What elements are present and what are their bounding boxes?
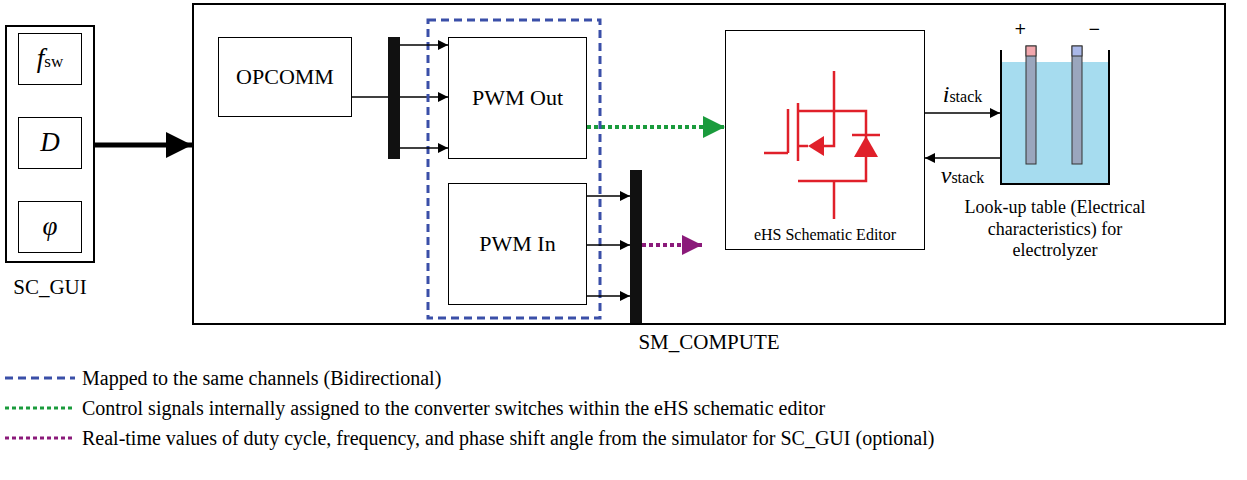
- polarity-sign: −: [1088, 22, 1101, 37]
- connector-arrow: [925, 112, 1000, 114]
- bus-wire: [587, 244, 630, 246]
- channel-group-outline: [428, 20, 600, 318]
- bus-wire: [587, 295, 630, 297]
- process-box: PWM In: [448, 183, 587, 305]
- gui-panel: SC_GUIfswDφ: [5, 25, 95, 263]
- node-text: PWM In: [479, 231, 555, 256]
- legend-sample: [5, 407, 75, 410]
- node-text: eHS Schematic Editor: [726, 226, 924, 244]
- node-text: fsw: [37, 43, 63, 74]
- signal-label: istack: [943, 81, 983, 108]
- schematic-editor-box: eHS Schematic Editor: [725, 30, 925, 250]
- electrolyzer-cell: [1000, 40, 1110, 185]
- bus-wire: [587, 195, 630, 197]
- mosfet-symbol: [726, 31, 926, 251]
- node-text: D: [40, 127, 60, 158]
- legend-sample: [5, 377, 75, 380]
- process-box: PWM Out: [448, 37, 587, 159]
- polarity-sign: +: [1014, 22, 1027, 37]
- connector-arrow: [925, 157, 1000, 159]
- legend-text: Control signals internally assigned to t…: [82, 397, 825, 419]
- compute-subsystem: SM_COMPUTEOPCOMMPWM OutPWM IneHS Schemat…: [192, 3, 1226, 325]
- node-text: PWM Out: [472, 85, 563, 110]
- connector-arrow: [95, 143, 192, 148]
- parameter-box: D: [18, 117, 82, 169]
- node-text: SC_GUI: [0, 275, 153, 299]
- feedback-arrow: [642, 243, 702, 247]
- parameter-box: φ: [18, 201, 82, 253]
- legend-text: Real-time values of duty cycle, frequenc…: [82, 427, 934, 449]
- legend-sample: [5, 437, 75, 440]
- bus-wire: [400, 44, 448, 46]
- bus-wire: [400, 147, 448, 149]
- electrolyzer: Look-up table (Electrical characteristic…: [1000, 40, 1110, 185]
- bus-bar: [388, 37, 400, 159]
- node-text: OPCOMM: [236, 64, 334, 89]
- bus-bar: [630, 170, 642, 325]
- process-box: OPCOMM: [218, 37, 352, 117]
- node-text: Look-up table (Electrical characteristic…: [948, 197, 1163, 262]
- node-text: φ: [43, 211, 58, 242]
- connector-arrow: [587, 125, 725, 129]
- node-text: SM_COMPUTE: [134, 330, 1247, 354]
- legend-text: Mapped to the same channels (Bidirection…: [82, 367, 441, 389]
- signal-label: vstack: [941, 162, 985, 189]
- parameter-box: fsw: [18, 33, 82, 85]
